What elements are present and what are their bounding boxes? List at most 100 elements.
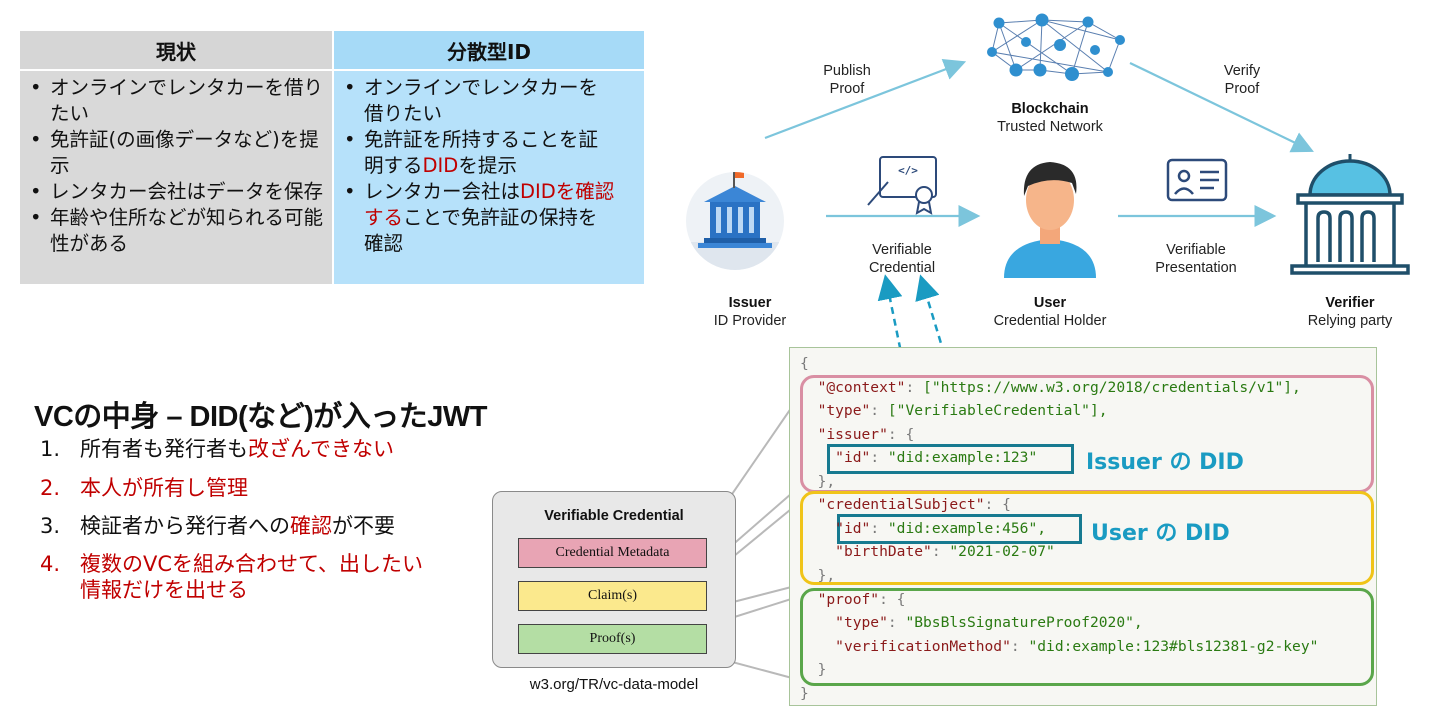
issuer-id-box [827,444,1074,474]
point-number: 4. [40,552,61,576]
text-fragment: を提示 [458,154,517,177]
code-key: "id" [835,520,871,537]
current-item: レンタカー会社はデータを保存 [30,179,326,205]
claims-box: Claim(s) [518,581,707,611]
source-caption: w3.org/TR/vc-data-model [529,676,699,693]
current-list-cell: オンラインでレンタカーを借りたい 免許証(の画像データなど)を提示 レンタカー会… [20,71,332,284]
code-token: } [817,661,827,678]
subject-highlight-box [800,491,1374,585]
highlight-text: 改ざんできない [248,437,394,461]
label-line: Publish [823,63,871,79]
decentralized-list-cell: オンラインでレンタカーを 借りたい 免許証を所持することを証 明するDIDを提示… [334,71,644,284]
blockchain-label: Blockchain Trusted Network [975,100,1125,136]
code-line: "@context": ["https://www.w3.org/2018/cr… [817,379,1301,396]
text-line: 確認 [364,232,404,255]
code-value: ["VerifiableCredential"], [887,402,1108,419]
vc-json-code-panel [789,347,1377,706]
vc-section-title: VCの中身 – DID(など)が入ったJWT [34,401,488,433]
text-fragment: レンタカー会社は [364,180,521,203]
id-card-icon [1166,158,1228,202]
point-text: 本人が所有し管理 [80,476,248,500]
issuer-label: Issuer ID Provider [690,294,810,330]
blockchain-title: Blockchain [1011,101,1089,117]
code-value: "did:example:456", [887,520,1047,537]
highlight-text: する [364,206,404,229]
highlight-text: DIDを確認 [520,180,615,203]
code-token: }, [817,473,836,490]
code-key: "id" [835,449,871,466]
code-token: } [800,685,809,702]
code-key: "birthDate" [835,543,932,560]
publish-proof-label: Publish Proof [800,62,894,98]
label-line: Credential [868,260,936,276]
text-line: 免許証を所持することを証 [364,128,599,151]
vc-flow-label: Verifiable Credential [852,241,952,277]
code-key: "@context" [817,379,906,396]
user-avatar-icon [1004,162,1096,278]
blockchain-subtitle: Trusted Network [997,119,1103,135]
code-line: "id": "did:example:456", [835,520,1047,537]
user-label: User Credential Holder [980,294,1120,330]
code-line: } [800,682,809,706]
current-item: 免許証(の画像データなど)を提示 [30,127,326,179]
code-line: }, [800,470,836,494]
code-line: "issuer": { [800,423,915,447]
current-list: オンラインでレンタカーを借りたい 免許証(の画像データなど)を提示 レンタカー会… [26,75,326,257]
point-number: 2. [40,476,61,500]
highlight-text: 確認 [290,514,332,538]
code-key: "verificationMethod" [835,638,1011,655]
code-line: "birthDate": "2021-02-07" [835,543,1055,560]
vc-point: 4. 複数のVCを組み合わせて、出したい情報だけを出せる [40,551,423,603]
label-line: Verifiable [872,242,932,258]
point-text: 複数のVCを組み合わせて、出したい情報だけを出せる [80,551,423,603]
issuer-title: Issuer [728,295,772,311]
current-item: 年齢や住所などが知られる可能性がある [30,205,326,257]
issuer-subtitle: ID Provider [713,313,787,329]
code-line: { [800,352,809,376]
label-line: Proof [829,81,865,97]
code-key: "proof" [817,591,880,608]
text-line: オンラインでレンタカーを [364,76,599,99]
code-value: "BbsBlsSignatureProof2020", [905,614,1143,631]
certificate-icon [867,156,937,215]
text-line: 複数のVCを組み合わせて、出したい [80,552,423,576]
point-text: 検証者から発行者への確認が不要 [80,513,395,539]
code-token: { [800,355,809,372]
user-subtitle: Credential Holder [993,313,1107,329]
code-value: "did:example:123#bls12381-g2-key" [1028,638,1319,655]
decentralized-item: オンラインでレンタカーを 借りたい [344,75,638,127]
verifier-subtitle: Relying party [1307,313,1393,329]
blockchain-network-icon [987,13,1125,81]
proof-highlight-box [800,588,1374,686]
text-fragment: 所有者も発行者も [80,437,248,461]
code-token: }, [817,567,836,584]
code-line: } [800,658,827,682]
credential-metadata-box: Credential Metadata [518,538,707,568]
label-line: Verifiable [1166,242,1226,258]
decentralized-item: レンタカー会社はDIDを確認 することで免許証の保持を 確認 [344,179,638,257]
code-line: "proof": { [800,588,906,612]
code-value: ["https://www.w3.org/2018/credentials/v1… [923,379,1301,396]
code-line: "type": ["VerifiableCredential"], [817,402,1108,419]
point-number: 3. [40,514,61,538]
verifier-title: Verifier [1325,295,1375,311]
current-header: 現状 [20,31,332,69]
user-id-box [837,514,1082,544]
code-token: : { [887,426,915,443]
verify-arrow [1129,62,1314,153]
code-key: "type" [835,614,888,631]
text-fragment: 明する [364,154,423,177]
label-line: Presentation [1155,260,1237,276]
decentralized-list: オンラインでレンタカーを 借りたい 免許証を所持することを証 明するDIDを提示… [340,75,638,257]
code-key: "issuer" [817,426,888,443]
code-key: "type" [817,402,871,419]
text-fragment: が不要 [332,514,395,538]
code-value: "did:example:123" [887,449,1038,466]
label-line: Proof [1224,81,1260,97]
decentralized-header-text: 分散型ID [446,39,532,64]
issuer-did-label: Issuer の DID [1086,450,1244,475]
current-item: オンラインでレンタカーを借りたい [30,75,326,127]
code-value: "2021-02-07" [949,543,1055,560]
code-line: "verificationMethod": "did:example:123#b… [835,638,1319,655]
vc-point: 1. 所有者も発行者も改ざんできない [40,436,394,462]
